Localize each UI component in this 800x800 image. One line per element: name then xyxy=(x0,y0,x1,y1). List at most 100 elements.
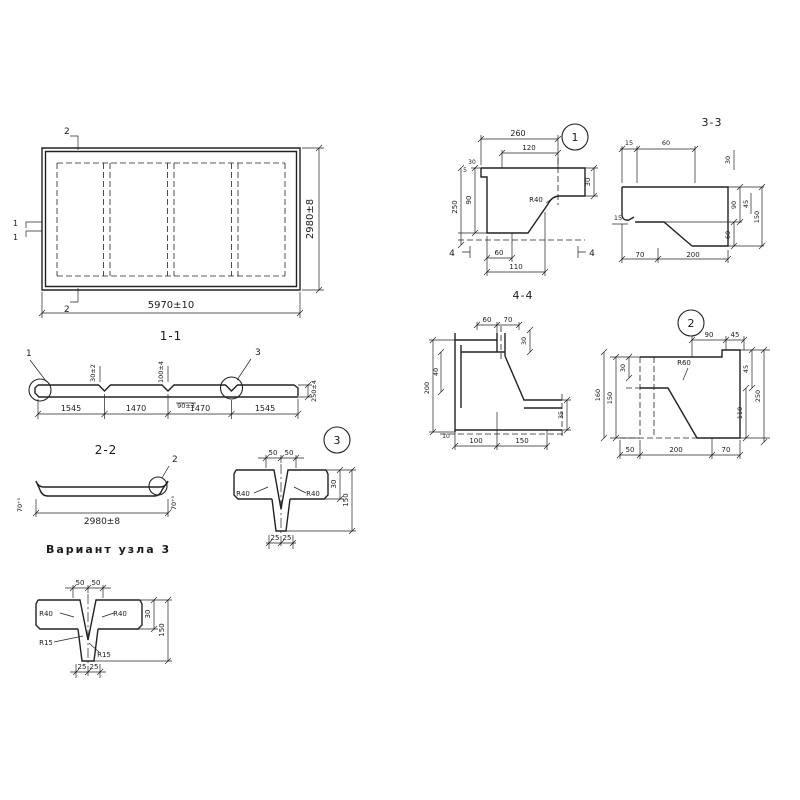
top-dim-2: 70 xyxy=(504,316,513,324)
bottom-dim-a: 25 xyxy=(271,534,280,542)
plan-hidden-lines xyxy=(56,162,286,277)
height-dim-1: 90 xyxy=(465,196,473,205)
cut-label-left: 4 xyxy=(449,249,455,259)
detail-3-circle xyxy=(219,376,244,400)
thickness-dim: 30 xyxy=(584,178,592,187)
left-dim-2: 200 xyxy=(423,382,431,394)
bottom-dim-1: 70 xyxy=(636,251,645,259)
edge-dim-right: 70⁺⁵ xyxy=(170,495,178,510)
detail-1-bubble xyxy=(561,123,589,151)
fillet-radius-b: R15 xyxy=(97,651,111,659)
right-dim-3: 60 xyxy=(724,231,732,239)
detail-1-hidden-lines xyxy=(458,158,585,241)
detail-1-dimension-lines xyxy=(457,135,598,276)
plan-height-dim: 2980±8 xyxy=(305,199,316,239)
thickness-dim: 30 xyxy=(144,610,152,619)
width-dim: 260 xyxy=(510,129,525,138)
plan-outline xyxy=(41,147,301,291)
gap-dim: 5 xyxy=(463,167,467,174)
cut-label-right: 4 xyxy=(589,249,595,259)
bottom-dim-1: 50 xyxy=(626,446,635,454)
lip-dim: 30 xyxy=(468,159,476,166)
top-dim-1: 90 xyxy=(705,331,714,339)
radius-right: R40 xyxy=(306,490,320,498)
bottom-dim-2: 200 xyxy=(686,251,699,259)
bottom-dim-b: 25 xyxy=(283,534,292,542)
detail-3-dimension-lines xyxy=(253,454,356,549)
section-1-1-view: 1 3 30±2 100±4 90±3 250±4 1545 1470 1470… xyxy=(26,348,318,457)
section-2-2-view: 2 70⁺⁵ 70⁺⁵ 2980±8 xyxy=(16,455,178,527)
section-1-1-profile xyxy=(34,384,299,398)
section-3-3-title: 3-3 xyxy=(702,116,723,129)
top-dim-a: 50 xyxy=(76,579,85,587)
section-4-4-view: 4-4 60 70 30 40 200 10 100 150 35 xyxy=(423,289,571,450)
top-dim-1: 15 xyxy=(625,139,633,147)
radius-right: R40 xyxy=(113,610,127,618)
detail-3-bubble xyxy=(323,426,351,454)
bottom-dim-1: 100 xyxy=(469,437,482,445)
radius-label: R60 xyxy=(677,359,691,367)
section-2-2-dimension-lines xyxy=(32,465,172,517)
detail-2-view: 2 90 45 30 150 160 R60 45 250 110 50 200… xyxy=(594,309,770,459)
section-4-4-hidden-lines xyxy=(440,326,565,436)
section-4-4-profile xyxy=(454,333,562,432)
section-1-1-dimension-lines xyxy=(29,358,312,419)
detail-1-view: 1 260 120 30 5 90 250 R40 30 4 4 60 110 xyxy=(449,123,598,276)
right-dim-5: 150 xyxy=(753,211,761,223)
radius-left: R40 xyxy=(39,610,53,618)
plan-cut-label-bottom: 2 xyxy=(64,305,70,315)
detail-2-circle xyxy=(148,476,168,496)
left-dim-1: 30 xyxy=(619,364,627,372)
right-dim-1: 30 xyxy=(724,156,732,164)
bottom-dim-2: 150 xyxy=(515,437,528,445)
top-dim-1: 60 xyxy=(483,316,492,324)
top-dim-3: 30 xyxy=(520,337,528,345)
detail-3-view: 3 50 50 R40 R40 30 150 25 25 xyxy=(233,426,356,549)
variant-node-3-heading: Вариант узла 3 xyxy=(46,543,171,556)
fillet-radius-a: R15 xyxy=(39,639,53,647)
segment-dim-4: 1545 xyxy=(255,404,275,413)
right-dim-3: 110 xyxy=(736,407,744,419)
section-2-2-title: 2-2 xyxy=(95,443,118,457)
mid-dim: 90±3 xyxy=(177,402,195,410)
width-dim-2: 120 xyxy=(522,144,535,152)
bottom-dim-1: 60 xyxy=(495,249,504,257)
section-3-3-view: 3-3 15 60 30 90 60 45 150 15 70 200 xyxy=(612,116,766,263)
top-dim-a: 50 xyxy=(269,449,278,457)
top-dim-2: 60 xyxy=(662,139,670,147)
radius-left: R40 xyxy=(236,490,250,498)
detail-2-hidden-lines xyxy=(620,357,697,439)
left-dim-1: 40 xyxy=(432,368,440,376)
detail-2-dimension-lines xyxy=(600,336,770,459)
detail-1-bubble-label: 1 xyxy=(572,131,579,144)
bottom-dim-2: 200 xyxy=(669,446,682,454)
detail-2-profile xyxy=(640,349,741,439)
section-2-2-profile xyxy=(35,480,169,497)
detail-2-bubble xyxy=(677,309,705,337)
segment-dim-2: 1470 xyxy=(126,404,146,413)
left-dim-3: 10 xyxy=(442,433,450,440)
right-dim-2: 250 xyxy=(754,390,762,402)
right-dim: 35 xyxy=(557,411,565,419)
notch-dim-1: 30±2 xyxy=(89,364,97,382)
height-dim: 150 xyxy=(158,623,166,636)
left-dim-2: 150 xyxy=(606,392,614,404)
segment-dim-3: 1470 xyxy=(190,404,210,413)
height-dim: 150 xyxy=(342,493,350,506)
detail-1-callout: 1 xyxy=(26,349,32,359)
section-3-3-dimension-lines xyxy=(612,145,766,263)
detail-3-callout: 3 xyxy=(255,348,261,358)
plan-width-dim: 5970±10 xyxy=(148,300,195,311)
detail-2-callout: 2 xyxy=(172,455,178,465)
bottom-dim-a: 25 xyxy=(78,663,87,671)
bottom-dim-b: 25 xyxy=(90,663,99,671)
plan-cut-label-top: 2 xyxy=(64,127,70,137)
right-dim-1: 45 xyxy=(742,365,750,373)
top-dim-2: 45 xyxy=(731,331,740,339)
top-dim-b: 50 xyxy=(285,449,294,457)
height-dim-2: 250 xyxy=(451,200,459,213)
detail-3-bubble-label: 3 xyxy=(334,434,341,447)
segment-dim-1: 1545 xyxy=(61,404,81,413)
section-1-1-title: 1-1 xyxy=(160,329,183,343)
bottom-dim-2: 110 xyxy=(509,263,522,271)
